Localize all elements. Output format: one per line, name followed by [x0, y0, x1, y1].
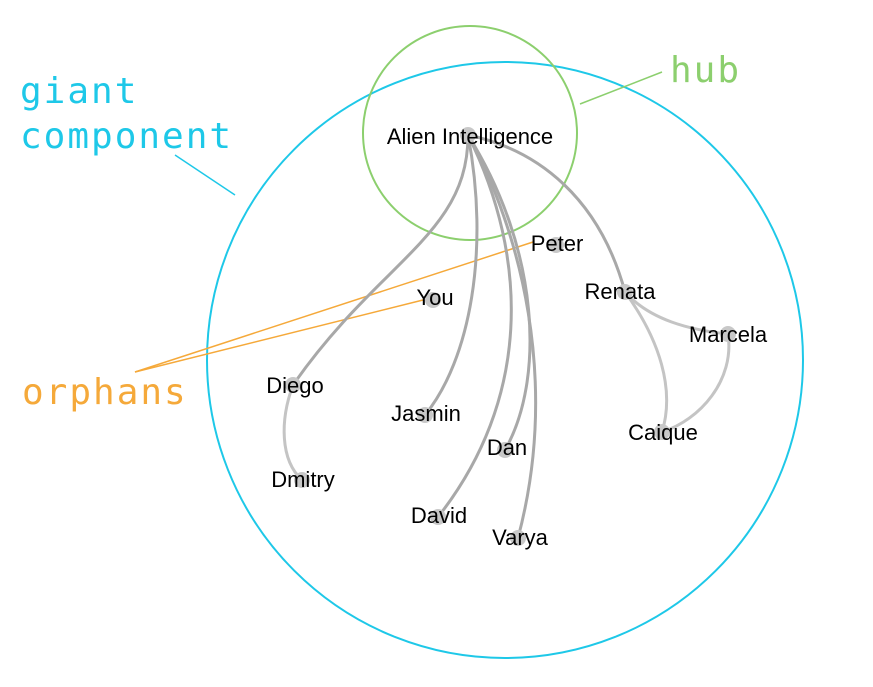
giant-component-pointer [174, 154, 236, 196]
edge-alien-diego [291, 134, 470, 386]
node-jasmin[interactable] [417, 407, 433, 423]
edge-alien-david [436, 134, 513, 518]
label-david: David [411, 503, 467, 528]
label-jasmin: Jasmin [391, 401, 461, 426]
hub-pointer [579, 71, 663, 105]
label-dmitry: Dmitry [271, 467, 335, 492]
edge-marcela-caique [661, 333, 731, 434]
edge-alien-varya [466, 134, 538, 539]
callout-giant-line2: component [20, 116, 233, 157]
node-diego[interactable] [285, 377, 301, 393]
node-alien[interactable] [460, 127, 476, 143]
callout-hub: hub [670, 50, 741, 91]
label-renata: Renata [585, 279, 657, 304]
orphan-pointer-peter [134, 241, 534, 373]
edge-renata-marcela [623, 291, 729, 336]
label-varya: Varya [492, 525, 549, 550]
orphan-pointer-you [134, 299, 424, 373]
label-marcela: Marcela [689, 322, 768, 347]
node-renata[interactable] [617, 284, 633, 300]
node-caique[interactable] [654, 424, 670, 440]
node-you[interactable] [425, 292, 441, 308]
callout-orphans: orphans [22, 372, 188, 413]
node-dmitry[interactable] [294, 472, 310, 488]
node-marcela[interactable] [720, 326, 736, 342]
giant-component-circle [206, 61, 804, 659]
nodes [285, 127, 736, 546]
node-dan[interactable] [497, 442, 513, 458]
node-peter[interactable] [548, 237, 564, 253]
label-diego: Diego [266, 373, 323, 398]
callout-giant-line1: giant [20, 71, 138, 112]
hub-circle [362, 25, 578, 241]
edge-alien-renata [467, 133, 627, 293]
label-dan: Dan [487, 435, 527, 460]
label-you: You [416, 285, 453, 310]
edge-renata-caique [623, 291, 669, 433]
node-varya[interactable] [510, 530, 526, 546]
edges [282, 133, 731, 539]
label-peter: Peter [531, 231, 584, 256]
label-caique: Caique [628, 420, 698, 445]
label-alien-intelligence: Alien Intelligence [387, 124, 553, 149]
edge-diego-dmitry [282, 384, 304, 482]
edge-alien-jasmin [423, 134, 479, 416]
node-david[interactable] [430, 509, 446, 525]
